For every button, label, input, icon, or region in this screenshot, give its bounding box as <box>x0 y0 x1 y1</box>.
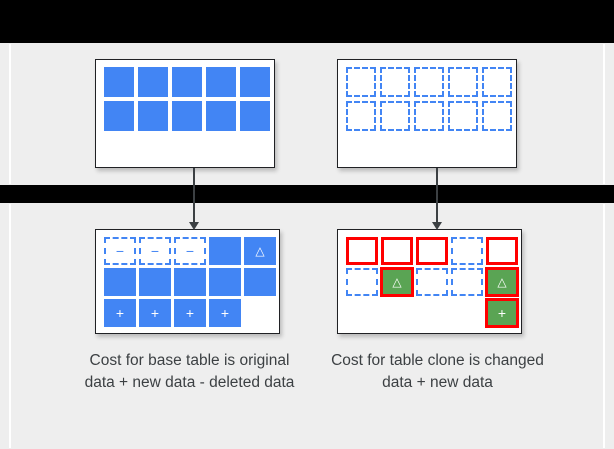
table-cell <box>174 268 206 296</box>
table-cell <box>104 268 136 296</box>
bottom-section-left-edge <box>9 204 11 448</box>
panel-table-clone-before <box>337 59 517 168</box>
plus-icon: + <box>185 305 195 321</box>
table-cell: △ <box>380 267 414 297</box>
table-cell <box>380 67 410 97</box>
table-cell <box>416 237 448 265</box>
table-cell <box>206 67 236 97</box>
table-cell <box>416 268 448 296</box>
panel-table-clone-after: △ △ + <box>337 229 522 334</box>
table-cell: △ <box>244 237 276 265</box>
table-cell: + <box>174 299 206 327</box>
arrow-table-clone-head-icon <box>432 222 442 230</box>
table-cell: + <box>139 299 171 327</box>
table-cell <box>172 67 202 97</box>
cell-grid-table-clone-before <box>346 67 512 131</box>
table-cell <box>138 101 168 131</box>
table-cell <box>482 67 512 97</box>
table-cell: + <box>485 298 519 328</box>
arrow-base-table-line <box>193 168 195 224</box>
minus-icon: − <box>115 243 125 259</box>
plus-icon: + <box>220 305 230 321</box>
table-cell <box>448 101 478 131</box>
table-cell <box>416 299 448 327</box>
table-cell <box>172 101 202 131</box>
arrow-table-clone-line <box>436 168 438 224</box>
table-cell <box>244 299 276 327</box>
caption-base-table: Cost for base table is original data + n… <box>84 352 295 391</box>
table-cell: − <box>174 237 206 265</box>
table-cell <box>346 268 378 296</box>
triangle-icon: △ <box>497 275 507 289</box>
triangle-icon: △ <box>392 275 402 289</box>
table-cell <box>346 101 376 131</box>
top-section-left-edge <box>9 44 11 184</box>
table-cell: − <box>139 237 171 265</box>
table-cell <box>451 268 483 296</box>
table-cell <box>244 268 276 296</box>
minus-icon: − <box>150 243 160 259</box>
table-cell <box>206 101 236 131</box>
bottom-section-right-edge <box>603 204 605 448</box>
cell-grid-base-table-before <box>104 67 270 131</box>
plus-icon: + <box>150 305 160 321</box>
table-cell <box>448 67 478 97</box>
table-cell <box>104 101 134 131</box>
table-cell <box>414 67 444 97</box>
table-cell <box>346 237 378 265</box>
table-cell: − <box>104 237 136 265</box>
table-cell <box>381 299 413 327</box>
triangle-icon: △ <box>255 244 265 258</box>
table-cell: △ <box>485 267 519 297</box>
table-cell <box>138 67 168 97</box>
top-section-right-edge <box>603 44 605 184</box>
table-cell: + <box>209 299 241 327</box>
plus-icon: + <box>115 305 125 321</box>
top-section-background <box>0 43 614 185</box>
table-cell <box>451 299 483 327</box>
table-cell <box>240 67 270 97</box>
minus-icon: − <box>185 243 195 259</box>
caption-table-clone: Cost for table clone is changed data + n… <box>331 352 544 391</box>
table-cell <box>451 237 483 265</box>
table-cell <box>414 101 444 131</box>
table-cell <box>139 268 171 296</box>
table-cell <box>104 67 134 97</box>
table-cell <box>240 101 270 131</box>
table-cell <box>346 67 376 97</box>
table-cell <box>482 101 512 131</box>
panel-base-table-after: − − − △ + + + + <box>95 229 280 334</box>
table-cell <box>209 237 241 265</box>
cell-grid-base-table-after: − − − △ + + + + <box>104 237 276 327</box>
panel-base-table-before <box>95 59 275 168</box>
table-cell <box>486 237 518 265</box>
table-cell <box>381 237 413 265</box>
table-cell <box>346 299 378 327</box>
plus-icon: + <box>497 305 507 321</box>
cell-grid-table-clone-after: △ △ + <box>346 237 519 328</box>
table-cell <box>209 268 241 296</box>
arrow-base-table-head-icon <box>189 222 199 230</box>
table-cell <box>380 101 410 131</box>
table-cell: + <box>104 299 136 327</box>
